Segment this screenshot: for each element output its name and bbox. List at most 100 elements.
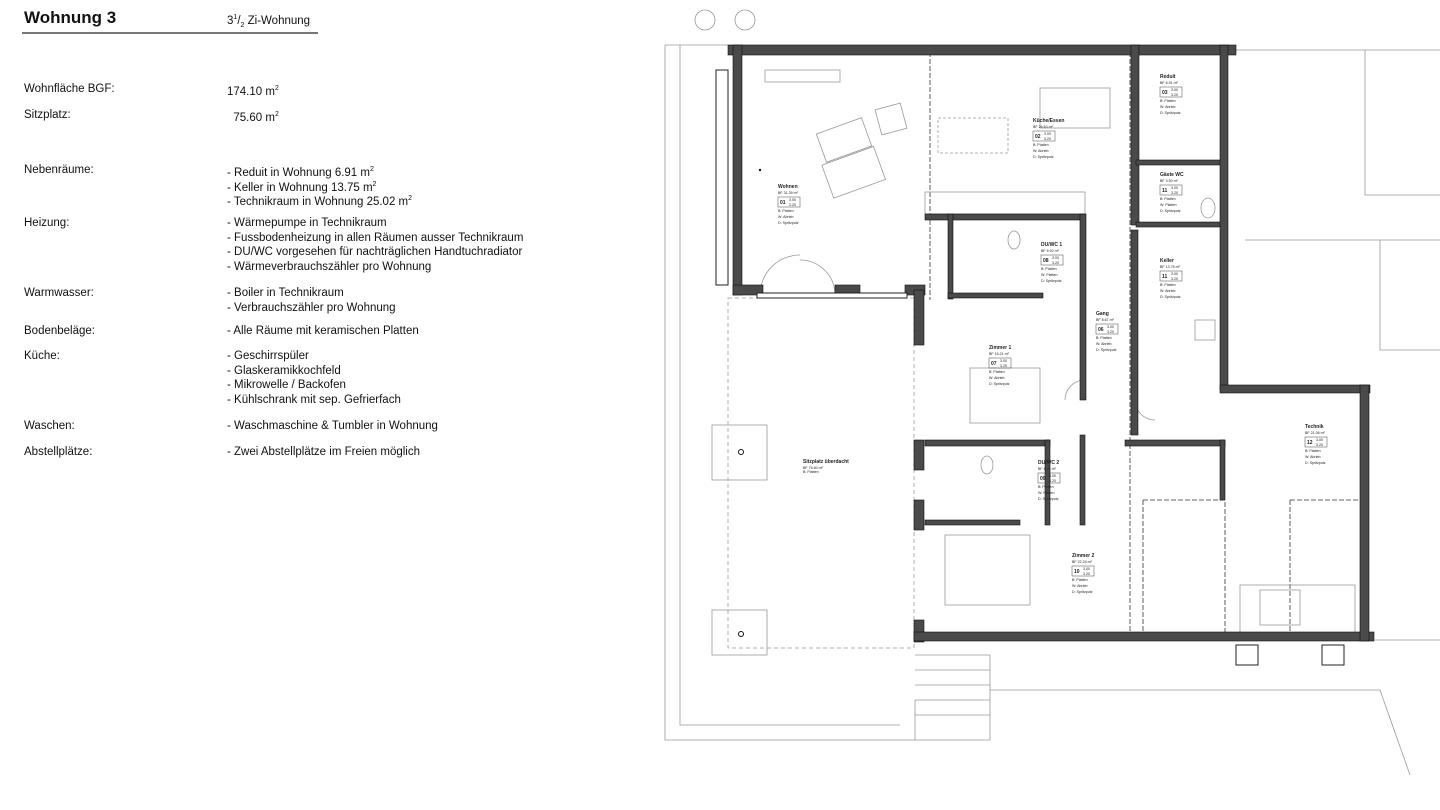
wall <box>913 631 1375 642</box>
wall <box>732 44 743 296</box>
spec-label: Heizung: <box>24 217 70 229</box>
superscript: 2 <box>274 85 279 92</box>
room-number-box <box>988 357 1012 369</box>
wall <box>913 439 925 471</box>
room-name: Technik <box>1305 424 1324 430</box>
room-finish: W: Abrieb <box>1160 105 1176 109</box>
spec-value: - Alle Räume mit keramischen Platten <box>227 324 419 339</box>
room-finish: B: Platten <box>803 470 819 474</box>
room-height: 3.00 <box>1171 88 1178 92</box>
spec-label: Warmwasser: <box>24 287 94 299</box>
wall <box>1079 434 1086 526</box>
room-number: 11 <box>1162 274 1168 280</box>
room-area: BF 16.21 m² <box>989 352 1010 356</box>
room-height: 3.20 <box>789 203 796 207</box>
room-finish: B: Platten <box>1096 336 1112 340</box>
window-strip <box>715 69 729 286</box>
room-finish: D: Spritzputz <box>989 382 1010 386</box>
spec-line: - Technikraum in Wohnung 25.02 m <box>227 196 409 209</box>
wall <box>913 619 925 643</box>
superscript: 2 <box>372 180 377 188</box>
room-finish: B: Platten <box>989 370 1005 374</box>
wall <box>727 44 1237 56</box>
room-finish: B: Platten <box>1305 449 1321 453</box>
spec-value: - Geschirrspüler- Glaskeramikkochfeld- M… <box>227 349 401 407</box>
room-name: Gäste WC <box>1160 172 1184 178</box>
room-finish: D: Spritzputz <box>1160 295 1181 299</box>
wall <box>1219 44 1229 391</box>
wall <box>947 292 1044 299</box>
spec-label: Abstellplätze: <box>24 446 93 458</box>
room-name: Sitzplatz überdacht <box>803 459 849 465</box>
room-height: 3.00 <box>1107 325 1114 329</box>
room-finish: D: Spritzputz <box>1305 461 1326 465</box>
room-name: Keller <box>1160 258 1174 264</box>
room-finish: D: Spritzputz <box>1096 348 1117 352</box>
superscript: 2 <box>408 195 413 203</box>
wall <box>924 519 1021 526</box>
spec-line: - Reduit in Wohnung 6.91 m <box>227 166 370 179</box>
room-height: 3.20 <box>1171 277 1178 281</box>
spec-value: - Zwei Abstellplätze im Freien möglich <box>227 445 420 460</box>
room-finish: D: Spritzputz <box>1041 279 1062 283</box>
room-number-box <box>1032 130 1056 142</box>
wall <box>947 213 954 300</box>
room-area: BF 75.60 m² <box>803 466 824 470</box>
spec-line: - Boiler in Technikraum <box>227 287 344 299</box>
room-finish: B: Platten <box>1041 267 1057 271</box>
spec-value: - Waschmaschine & Tumbler in Wohnung <box>227 419 438 434</box>
wall <box>1044 439 1051 526</box>
spec-line: - Wärmeverbrauchszähler pro Wohnung <box>227 260 432 273</box>
room-name: Wohnen <box>778 184 798 190</box>
room-area: BF 6.92 m² <box>1041 249 1060 253</box>
wall <box>1219 439 1226 501</box>
room-number: 01 <box>780 200 786 206</box>
room-name: Reduit <box>1160 74 1176 80</box>
room-height: 3.00 <box>1000 359 1007 363</box>
room-height: 3.00 <box>1052 256 1059 260</box>
room-finish: W: Abrieb <box>989 376 1005 380</box>
spec-value: - Wärmepumpe in Technikraum- Fussbodenhe… <box>227 216 523 274</box>
room-height: 3.20 <box>1171 93 1178 97</box>
room-number: 02 <box>1035 134 1041 140</box>
room-finish: B: Platten <box>1038 485 1054 489</box>
room-number: 07 <box>991 361 997 367</box>
room-finish: D: Spritzputz <box>1160 111 1181 115</box>
room-number: 09 <box>1040 476 1046 482</box>
room-height: 3.20 <box>1171 191 1178 195</box>
room-number-box <box>1095 323 1119 335</box>
spec-label: Bodenbeläge: <box>24 325 95 337</box>
spec-line: - Keller in Wohnung 13.75 m <box>227 181 373 194</box>
room-number: 03 <box>1162 90 1168 96</box>
room-area: BF 21.06 m² <box>1305 431 1326 435</box>
room-finish: W: Platten <box>1041 273 1058 277</box>
room-name: DU/WC 2 <box>1038 460 1059 466</box>
room-number-box <box>1159 270 1183 282</box>
room-name: Zimmer 1 <box>989 345 1011 351</box>
spec-value: 174.10 m2 <box>227 82 279 98</box>
wall <box>732 284 764 296</box>
spec-value: 75.60 m2 <box>227 108 279 124</box>
wall <box>1079 213 1087 401</box>
room-finish: W: Abrieb <box>778 215 794 219</box>
spec-line: - Verbrauchszähler pro Wohnung <box>227 301 396 314</box>
spec-value: - Reduit in Wohnung 6.91 m2- Keller in W… <box>227 163 413 209</box>
wall <box>1135 221 1227 228</box>
room-finish: B: Platten <box>778 209 794 213</box>
room-name: DU/WC 1 <box>1041 242 1062 248</box>
room-finish: W: Platten <box>1038 491 1055 495</box>
room-number-box <box>1037 472 1061 484</box>
room-area: BF 3.50 m² <box>1160 179 1179 183</box>
room-number-box <box>1304 436 1328 448</box>
wall <box>1130 229 1139 436</box>
wall <box>1124 439 1226 447</box>
spec-line: - Geschirrspüler <box>227 350 309 362</box>
room-number: 06 <box>1098 327 1104 333</box>
room-finish: B: Platten <box>1072 578 1088 582</box>
room-height: 3.20 <box>1049 479 1056 483</box>
room-height: 3.20 <box>1000 364 1007 368</box>
wall <box>1135 159 1227 166</box>
room-height: 3.00 <box>1044 132 1051 136</box>
superscript: 2 <box>274 111 279 118</box>
